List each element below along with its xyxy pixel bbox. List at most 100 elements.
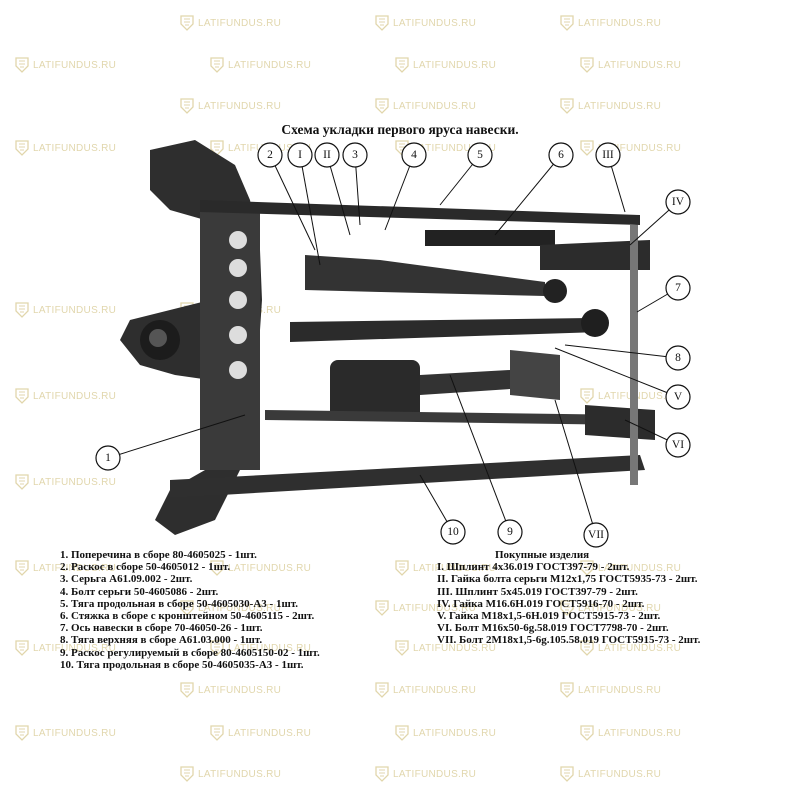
callout-circle bbox=[314, 142, 340, 168]
purchased-item: I. Шплинт 4х36.019 ГОСТ397-79 - 2шт. bbox=[437, 561, 630, 574]
purchased-item: II. Гайка болта серьги М12х1,75 ГОСТ5935… bbox=[437, 573, 698, 586]
cross-beam bbox=[120, 140, 262, 535]
part-item: 10. Тяга продольная в сборе 50-4605035-А… bbox=[60, 658, 304, 671]
shield-icon bbox=[15, 302, 29, 318]
purchased-item: VI. Болт М16х50-6g.58.019 ГОСТ7798-70 - … bbox=[437, 622, 669, 635]
callout-V: V bbox=[665, 384, 691, 410]
callout-II: II bbox=[314, 142, 340, 168]
top-link-8 bbox=[290, 309, 609, 342]
watermark: LATIFUNDUS.RU bbox=[560, 15, 661, 31]
callout-circle bbox=[665, 345, 691, 371]
part-item: 4. Болт серьги 50-4605086 - 2шт. bbox=[60, 585, 219, 598]
callout-2: 2 bbox=[257, 142, 283, 168]
shield-icon bbox=[395, 640, 409, 656]
callout-label: II bbox=[323, 149, 331, 161]
part-item: 8. Тяга верхняя в сборе А61.03.000 - 1шт… bbox=[60, 634, 263, 647]
watermark: LATIFUNDUS.RU bbox=[180, 600, 281, 616]
watermark: LATIFUNDUS.RU bbox=[15, 140, 116, 156]
watermark: LATIFUNDUS.RU bbox=[560, 600, 661, 616]
part-item: 1. Поперечина в сборе 80-4605025 - 1шт. bbox=[60, 549, 257, 561]
callout-label: 10 bbox=[447, 526, 459, 538]
callout-1: 1 bbox=[95, 445, 121, 471]
shield-icon bbox=[560, 682, 574, 698]
shield-icon bbox=[580, 640, 594, 656]
shield-icon bbox=[560, 15, 574, 31]
watermark: LATIFUNDUS.RU bbox=[15, 474, 116, 490]
watermark: LATIFUNDUS.RU bbox=[395, 725, 496, 741]
watermark: LATIFUNDUS.RU bbox=[210, 640, 311, 656]
part-item: 5. Тяга продольная в сборе 50-4605030-А3… bbox=[60, 597, 299, 610]
watermark: LATIFUNDUS.RU bbox=[15, 725, 116, 741]
shield-icon bbox=[395, 57, 409, 73]
callout-label: 1 bbox=[105, 452, 111, 464]
shield-icon bbox=[15, 640, 29, 656]
callout-7: 7 bbox=[665, 275, 691, 301]
shield-icon bbox=[210, 57, 224, 73]
watermark: LATIFUNDUS.RU bbox=[15, 560, 116, 576]
callout-circle bbox=[440, 519, 466, 545]
callout-3: 3 bbox=[342, 142, 368, 168]
callout-8: 8 bbox=[665, 345, 691, 371]
watermark: LATIFUNDUS.RU bbox=[560, 766, 661, 782]
leader-line bbox=[564, 344, 679, 359]
watermark: LATIFUNDUS.RU bbox=[180, 766, 281, 782]
watermark-text: LATIFUNDUS.RU bbox=[578, 100, 662, 112]
watermark-text: LATIFUNDUS.RU bbox=[598, 390, 682, 402]
purchased-item: V. Гайка М18х1,5-6Н.019 ГОСТ5915-73 - 2ш… bbox=[437, 610, 661, 623]
part-item: 6. Стяжка в сборе с кронштейном 50-46051… bbox=[60, 610, 315, 623]
callout-circle bbox=[401, 142, 427, 168]
callout-label: 5 bbox=[477, 149, 483, 161]
watermark-text: LATIFUNDUS.RU bbox=[393, 100, 477, 112]
brace-9 bbox=[330, 350, 560, 420]
rod-7-bar bbox=[585, 405, 655, 440]
callout-circle bbox=[95, 445, 121, 471]
shield-icon bbox=[580, 725, 594, 741]
callout-label: 2 bbox=[267, 149, 273, 161]
shield-icon bbox=[15, 725, 29, 741]
callout-label: IV bbox=[672, 196, 685, 208]
watermark: LATIFUNDUS.RU bbox=[560, 682, 661, 698]
watermark: LATIFUNDUS.RU bbox=[210, 725, 311, 741]
watermark: LATIFUNDUS.RU bbox=[375, 766, 476, 782]
watermark-text: LATIFUNDUS.RU bbox=[33, 142, 117, 154]
rod-6 bbox=[425, 230, 555, 246]
callout-VI: VI bbox=[665, 432, 691, 458]
shield-icon bbox=[580, 140, 594, 156]
callout-I: I bbox=[287, 142, 313, 168]
part-item: 9. Раскос регулируемый в сборе 80-460515… bbox=[60, 646, 320, 659]
watermark: LATIFUNDUS.RU bbox=[580, 560, 681, 576]
callout-VII: VII bbox=[583, 522, 609, 548]
shield-icon bbox=[375, 600, 389, 616]
watermark-text: LATIFUNDUS.RU bbox=[198, 602, 282, 614]
watermark-text: LATIFUNDUS.RU bbox=[598, 59, 682, 71]
watermark-text: LATIFUNDUS.RU bbox=[33, 642, 117, 654]
watermark: LATIFUNDUS.RU bbox=[580, 140, 681, 156]
watermark-text: LATIFUNDUS.RU bbox=[393, 684, 477, 696]
watermark-text: LATIFUNDUS.RU bbox=[198, 684, 282, 696]
shield-icon bbox=[15, 388, 29, 404]
callout-circle bbox=[548, 142, 574, 168]
shield-icon bbox=[580, 57, 594, 73]
watermark-text: LATIFUNDUS.RU bbox=[413, 727, 497, 739]
watermark-text: LATIFUNDUS.RU bbox=[228, 562, 312, 574]
watermark: LATIFUNDUS.RU bbox=[180, 15, 281, 31]
callout-label: 8 bbox=[675, 352, 681, 364]
watermark-text: LATIFUNDUS.RU bbox=[33, 727, 117, 739]
leader-line bbox=[107, 414, 246, 459]
leader-line bbox=[269, 154, 316, 251]
part-item: 7. Ось навески в сборе 70-46050-26 - 1шт… bbox=[60, 622, 263, 635]
watermark-text: LATIFUNDUS.RU bbox=[598, 142, 682, 154]
watermark-text: LATIFUNDUS.RU bbox=[198, 17, 282, 29]
shield-icon bbox=[210, 640, 224, 656]
leader-line bbox=[326, 154, 351, 236]
callout-III: III bbox=[595, 142, 621, 168]
shield-icon bbox=[395, 725, 409, 741]
watermark-text: LATIFUNDUS.RU bbox=[413, 59, 497, 71]
purchased-item: III. Шплинт 5х45.019 ГОСТ397-79 - 2шт. bbox=[437, 585, 638, 598]
brace-2 bbox=[305, 255, 567, 303]
watermark: LATIFUNDUS.RU bbox=[180, 682, 281, 698]
shield-icon bbox=[15, 57, 29, 73]
watermark-text: LATIFUNDUS.RU bbox=[578, 768, 662, 780]
watermark: LATIFUNDUS.RU bbox=[395, 57, 496, 73]
